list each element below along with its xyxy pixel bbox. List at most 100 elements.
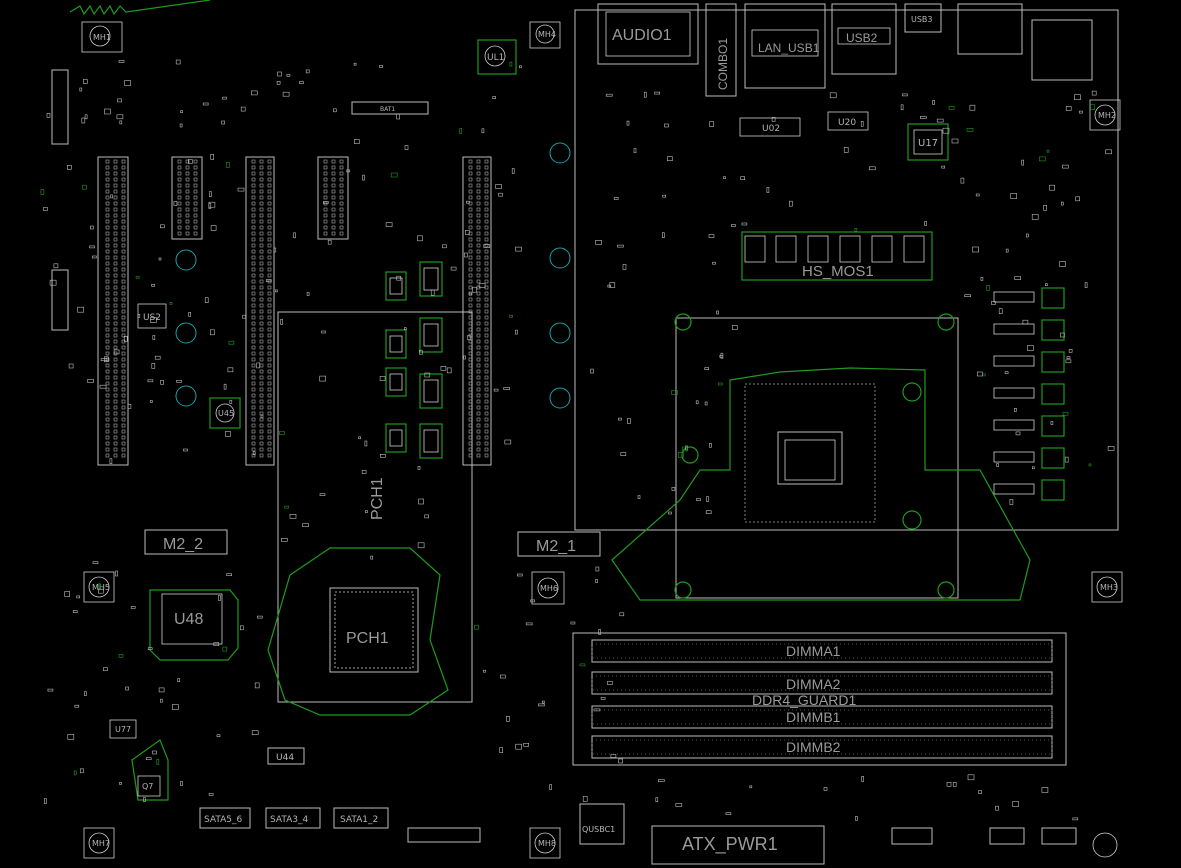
header-pin bbox=[121, 219, 126, 224]
header-pin bbox=[251, 267, 256, 272]
header-pin bbox=[339, 213, 344, 218]
header-pin bbox=[267, 387, 272, 392]
pch-chipset: PCH1 PCH1 bbox=[267, 477, 449, 716]
smd-pad bbox=[1005, 248, 1009, 253]
smd-pad bbox=[83, 79, 88, 84]
smd-pad bbox=[72, 610, 78, 613]
header-pin bbox=[484, 417, 489, 422]
smd-pad bbox=[379, 376, 386, 381]
header-pin bbox=[476, 243, 481, 248]
header-pin bbox=[251, 315, 256, 320]
header-pin bbox=[121, 441, 126, 446]
header-pin bbox=[267, 183, 272, 188]
smd-pad bbox=[1010, 193, 1018, 199]
header-pin bbox=[177, 219, 182, 224]
header-pin bbox=[476, 255, 481, 260]
pch-cap-pads bbox=[385, 261, 443, 459]
header-pin bbox=[323, 213, 328, 218]
header-pin bbox=[476, 351, 481, 356]
header-pin bbox=[267, 435, 272, 440]
dimm-latch-label: DDR4_GUARD1 bbox=[752, 692, 856, 708]
header-pin bbox=[476, 435, 481, 440]
header-pin bbox=[121, 423, 126, 428]
smd-pad bbox=[156, 759, 160, 765]
header-pin bbox=[113, 339, 118, 344]
smd-pad bbox=[1065, 359, 1072, 364]
smd-pad bbox=[361, 470, 367, 474]
header-pin bbox=[185, 219, 190, 224]
smd-pad bbox=[418, 498, 424, 505]
header-pin bbox=[113, 303, 118, 308]
header-pin bbox=[323, 177, 328, 182]
header-pin bbox=[105, 297, 110, 302]
smd-pad bbox=[1090, 104, 1095, 110]
smd-pad bbox=[463, 355, 466, 360]
smd-pad bbox=[504, 439, 512, 445]
header-pin bbox=[113, 207, 118, 212]
header-pin bbox=[267, 201, 272, 206]
header-pin bbox=[259, 291, 264, 296]
header-pin bbox=[121, 339, 126, 344]
smd-pad bbox=[210, 329, 215, 336]
header-pin bbox=[193, 219, 198, 224]
header-pin bbox=[121, 291, 126, 296]
header-pin bbox=[185, 189, 190, 194]
header-pin bbox=[331, 219, 336, 224]
smd-pad bbox=[321, 330, 326, 334]
header-pin bbox=[339, 201, 344, 206]
header-pin bbox=[484, 435, 489, 440]
smd-pad bbox=[593, 708, 601, 712]
smd-pad bbox=[119, 120, 123, 125]
header-pin bbox=[476, 279, 481, 284]
smd-pad bbox=[124, 80, 131, 86]
header-pin bbox=[259, 447, 264, 452]
header-pin bbox=[476, 309, 481, 314]
header-pin bbox=[267, 339, 272, 344]
smd-pad bbox=[823, 787, 828, 791]
smd-pad bbox=[843, 147, 849, 153]
smd-pad bbox=[664, 123, 669, 128]
smd-pad bbox=[403, 327, 407, 331]
top-left-trace bbox=[69, 0, 211, 16]
smd-pad bbox=[446, 367, 452, 374]
header-pin bbox=[113, 213, 118, 218]
smd-pad bbox=[177, 678, 180, 683]
header-pin bbox=[113, 453, 118, 458]
header-pin bbox=[251, 273, 256, 278]
smd-pad bbox=[282, 91, 290, 97]
header-pin bbox=[484, 399, 489, 404]
mh1-label: MH1 bbox=[93, 33, 111, 42]
smd-pad bbox=[90, 225, 94, 230]
header-pin bbox=[339, 231, 344, 236]
header-pin bbox=[468, 417, 473, 422]
header-pin bbox=[185, 213, 190, 218]
u44-label: U44 bbox=[276, 753, 294, 763]
smd-pad bbox=[364, 440, 368, 447]
usb2-label: USB2 bbox=[846, 31, 878, 45]
smd-pad bbox=[151, 363, 156, 369]
smd-pad bbox=[667, 156, 673, 161]
header-pin bbox=[267, 261, 272, 266]
header-pin bbox=[121, 237, 126, 242]
header-pin bbox=[468, 381, 473, 386]
header-pin bbox=[267, 273, 272, 278]
smd-pad bbox=[404, 145, 409, 150]
smd-pad bbox=[154, 355, 161, 360]
smd-pad bbox=[829, 92, 837, 99]
smd-pad bbox=[749, 785, 753, 789]
smd-pad bbox=[158, 687, 165, 693]
header-pin bbox=[476, 297, 481, 302]
smd-pad bbox=[225, 431, 231, 437]
smd-pad bbox=[1059, 261, 1066, 267]
header-pin bbox=[259, 165, 264, 170]
header-pin bbox=[267, 357, 272, 362]
header-pin bbox=[331, 189, 336, 194]
smd-pad bbox=[1009, 499, 1014, 505]
header-pin bbox=[185, 195, 190, 200]
smd-pad bbox=[256, 362, 261, 369]
smd-pad bbox=[978, 790, 982, 794]
smd-pad bbox=[946, 781, 952, 787]
smd-pad bbox=[1084, 282, 1088, 288]
header-pin bbox=[259, 405, 264, 410]
header-pin bbox=[105, 357, 110, 362]
